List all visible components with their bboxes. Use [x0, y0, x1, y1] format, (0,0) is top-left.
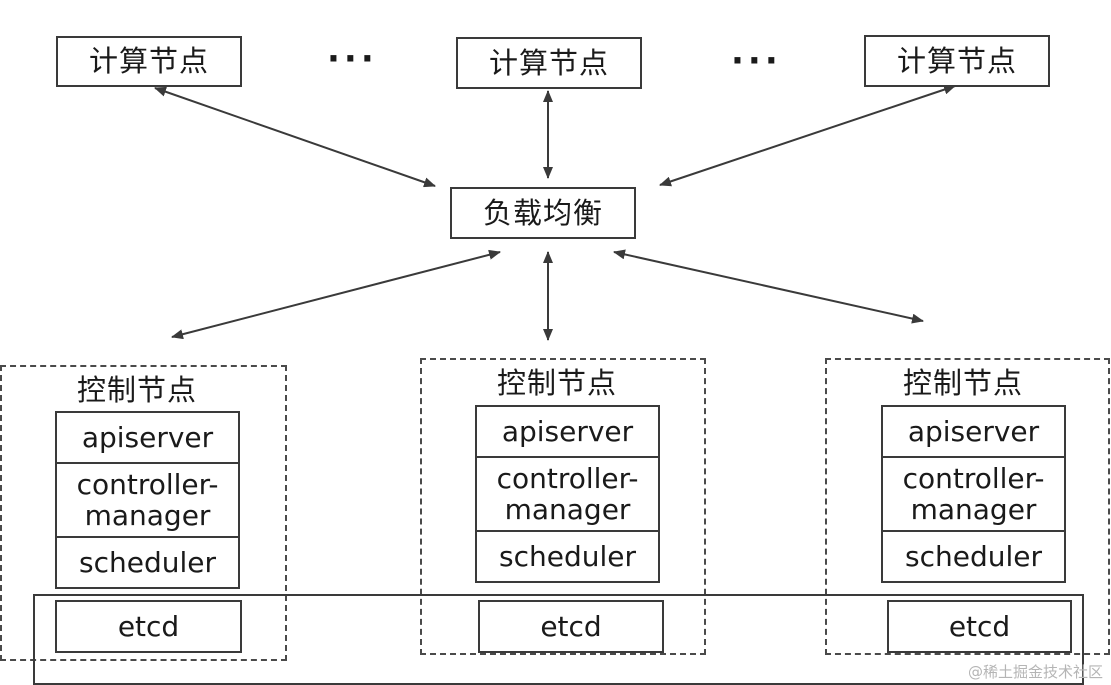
control-node-3-label: 控制节点	[903, 366, 1024, 400]
control-node-2-label: 控制节点	[497, 366, 618, 400]
arrow-compute-3-lb	[659, 84, 956, 187]
control-node-3-scheduler: scheduler	[881, 530, 1066, 583]
control-node-1-scheduler: scheduler	[55, 536, 240, 589]
control-node-1-label: 控制节点	[77, 373, 198, 407]
control-node-2-scheduler: scheduler	[475, 530, 660, 583]
control-node-2	[420, 358, 706, 655]
compute-node-2: 计算节点	[456, 37, 642, 89]
control-node-1-etcd: etcd	[55, 600, 242, 653]
control-node-2-controller-manager: controller-manager	[475, 456, 660, 532]
control-node-3-apiserver: apiserver	[881, 405, 1066, 458]
arrow-lb-control-3	[613, 249, 924, 324]
watermark: @稀土掘金技术社区	[967, 663, 1103, 681]
control-node-1	[0, 365, 287, 661]
control-node-2-etcd: etcd	[478, 600, 664, 653]
compute-node-3: 计算节点	[864, 35, 1050, 87]
arrow-compute-1-lb	[154, 86, 436, 188]
control-node-3	[825, 358, 1110, 655]
ellipsis-2: ···	[731, 41, 782, 81]
compute-node-1: 计算节点	[56, 36, 242, 87]
load-balancer: 负载均衡	[450, 187, 636, 239]
etcd-cluster-frame	[33, 594, 1084, 685]
control-node-2-apiserver: apiserver	[475, 405, 660, 458]
control-node-1-controller-manager: controller-manager	[55, 462, 240, 538]
arrow-lb-control-1	[171, 249, 501, 340]
control-node-3-etcd: etcd	[887, 600, 1072, 653]
control-node-3-controller-manager: controller-manager	[881, 456, 1066, 532]
ellipsis-1: ···	[327, 39, 378, 79]
control-node-1-apiserver: apiserver	[55, 411, 240, 464]
